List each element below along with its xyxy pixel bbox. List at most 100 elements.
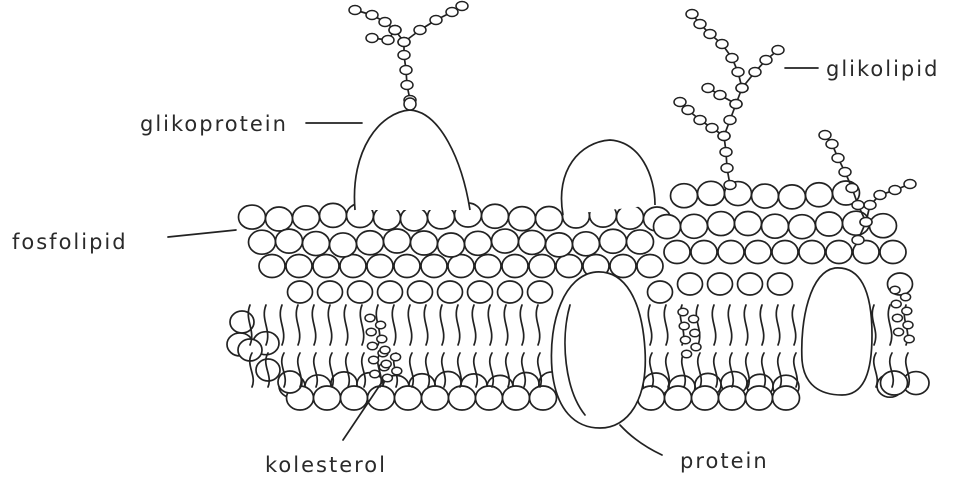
phospholipid-tail <box>792 305 795 345</box>
phospholipid-head <box>408 281 433 303</box>
phospholipid-tail <box>392 305 395 345</box>
phospholipid-head <box>341 386 368 410</box>
cholesterol-bead <box>892 314 902 322</box>
protein-leader-line <box>620 425 662 455</box>
glycolipid-chain-sugar <box>760 56 772 65</box>
phospholipid-head <box>546 233 573 257</box>
glycolipid-chain-sugar <box>694 20 706 29</box>
phospholipid-tail <box>312 305 315 345</box>
phospholipid-head <box>681 214 708 238</box>
cholesterol-bead <box>391 353 401 361</box>
phospholipid-tail <box>488 305 491 345</box>
phospholipid-tail <box>504 305 507 345</box>
glycolipid-chain-sugar <box>724 181 736 190</box>
cholesterol-bead <box>690 329 700 337</box>
cholesterol-bead <box>678 308 688 316</box>
phospholipid-head <box>708 273 733 295</box>
phospholipid-tail <box>874 353 878 387</box>
phospholipid-tail <box>424 305 427 345</box>
glycolipid-chain-sugar <box>904 180 916 189</box>
glycoprotein-chain-sugar <box>400 66 412 75</box>
phospholipid-head <box>438 281 463 303</box>
phospholipid-head <box>498 281 523 303</box>
phospholipid-head <box>745 241 771 264</box>
phospholipid-head <box>698 181 725 205</box>
phospholipid-head <box>367 255 393 278</box>
phospholipid-head <box>293 206 320 230</box>
glycolipid-chain-sugar <box>819 131 831 140</box>
phospholipid-head <box>708 212 735 236</box>
cholesterol-bead <box>366 328 376 336</box>
glycolipid-chain-sugar <box>706 124 718 133</box>
cholesterol-bead <box>682 350 692 358</box>
cholesterol-bead <box>680 336 690 344</box>
phospholipid-head <box>492 229 519 253</box>
phospholipid-head <box>529 255 555 278</box>
phospholipid-head <box>627 230 654 254</box>
phospholipid-tail <box>280 305 283 345</box>
phospholipid-head <box>752 184 779 208</box>
phospholipid-head <box>476 386 503 410</box>
phospholipid-head <box>528 281 553 303</box>
phospholipid-head <box>773 386 800 410</box>
phospholipid-tail <box>648 305 651 345</box>
cholesterol-bead <box>392 367 402 375</box>
glycoprotein-chain-sugar <box>366 11 378 20</box>
phospholipid-tail <box>344 305 347 345</box>
phospholipid-head <box>348 281 373 303</box>
phospholipid-head <box>421 255 447 278</box>
glycolipid-chain-sugar <box>726 54 738 63</box>
label-phospholipid: fosfolipid <box>12 230 128 254</box>
phospholipid-head <box>314 386 341 410</box>
phospholipid-head <box>276 229 303 253</box>
phospholipid-head <box>637 255 663 278</box>
cholesterol-bead <box>903 321 913 329</box>
phospholipid-tail <box>744 305 747 345</box>
phospholipid-tail <box>760 305 763 345</box>
cholesterol-bead <box>367 342 377 350</box>
label-cholesterol: kolesterol <box>265 453 387 477</box>
cholesterol-bead <box>691 343 701 351</box>
glycolipid-chain-sugar <box>682 106 694 115</box>
phospholipid-head <box>401 207 428 231</box>
phospholipid-tail <box>440 305 443 345</box>
glycoprotein-chain-sugar <box>389 26 401 35</box>
label-glycolipid: glikolipid <box>826 57 939 81</box>
cholesterol-bead <box>369 356 379 364</box>
phospholipid-head <box>519 230 546 254</box>
phospholipid-head <box>806 183 833 207</box>
glycoprotein-chain-sugar <box>446 8 458 17</box>
phospholipid-head <box>239 205 266 229</box>
phospholipid-head <box>779 185 806 209</box>
cholesterol-bead <box>380 346 390 354</box>
phospholipid-head <box>449 386 476 410</box>
label-glycoprotein: glikoprotein <box>140 112 288 136</box>
phospholipid-tail <box>408 305 411 345</box>
peripheral-protein <box>561 140 655 215</box>
phospholipid-head <box>422 386 449 410</box>
glycolipid-chain-sugar <box>772 46 784 55</box>
glycoprotein-chain-sugar <box>398 38 410 47</box>
phospholipid-head <box>735 211 762 235</box>
phospholipid-head <box>482 204 509 228</box>
phospholipid-head <box>303 232 330 256</box>
phospholipid-head <box>691 241 717 264</box>
glycolipid-chain-sugar <box>846 184 858 193</box>
phospholipid-head <box>746 386 773 410</box>
phospholipid-head <box>648 281 673 303</box>
phospholipid-tail <box>536 305 539 345</box>
phospholipid-head <box>468 281 493 303</box>
phospholipid-tail <box>472 305 475 345</box>
glycolipid-chain-sugar <box>694 116 706 125</box>
phospholipid-head <box>313 255 339 278</box>
phospholipid-tail <box>664 305 667 345</box>
phospholipid-head <box>340 255 366 278</box>
phospholipid-head <box>654 215 681 239</box>
glycoprotein-anchor <box>404 98 416 110</box>
phospholipid-head <box>395 386 422 410</box>
cholesterol-bead <box>382 374 392 382</box>
phospholipid-head <box>678 273 703 295</box>
glycoprotein-chain-sugar <box>366 34 378 43</box>
phospholipid-head <box>870 214 897 238</box>
phospholipid-head <box>475 255 501 278</box>
